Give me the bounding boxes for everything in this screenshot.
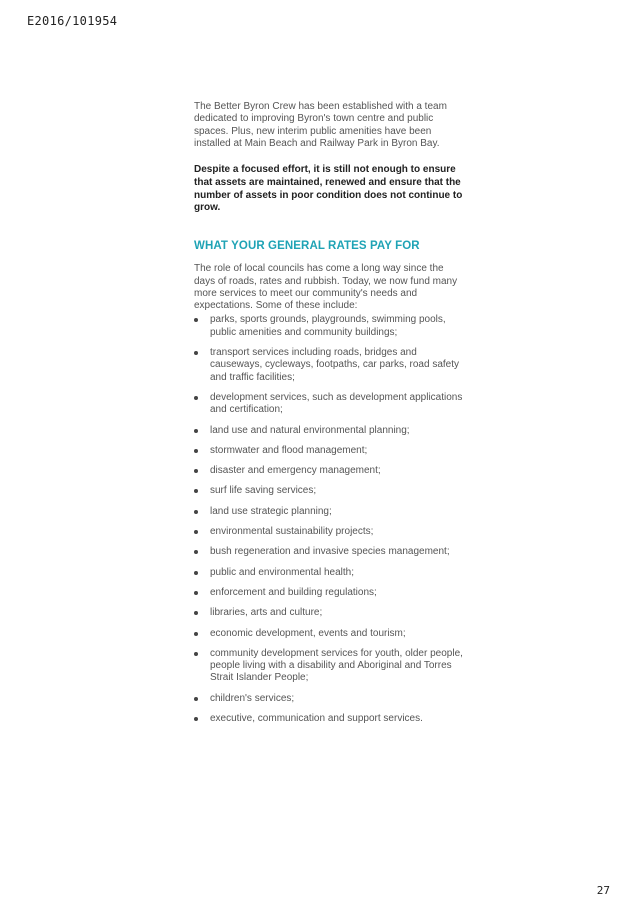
list-item-text: economic development, events and tourism… bbox=[210, 627, 406, 639]
list-item: children's services; bbox=[194, 693, 464, 705]
page-number: 27 bbox=[596, 884, 610, 897]
bullet-icon bbox=[194, 611, 198, 616]
list-item: transport services including roads, brid… bbox=[194, 347, 464, 384]
list-item: land use strategic planning; bbox=[194, 506, 464, 518]
list-item-text: enforcement and building regulations; bbox=[210, 586, 377, 598]
list-item-text: executive, communication and support ser… bbox=[210, 713, 423, 725]
list-item: disaster and emergency management; bbox=[194, 465, 464, 477]
bullet-icon bbox=[194, 351, 198, 356]
page-content: The Better Byron Crew has been establish… bbox=[194, 101, 464, 725]
list-item-text: land use strategic planning; bbox=[210, 505, 332, 517]
list-item: bush regeneration and invasive species m… bbox=[194, 546, 464, 558]
bullet-icon bbox=[194, 428, 198, 433]
list-item-text: children's services; bbox=[210, 692, 295, 704]
bullet-icon bbox=[194, 530, 198, 535]
bullet-icon bbox=[194, 570, 198, 575]
services-list: parks, sports grounds, playgrounds, swim… bbox=[194, 314, 464, 725]
list-item-text: land use and natural environmental plann… bbox=[210, 424, 410, 436]
list-item-text: public and environmental health; bbox=[210, 566, 354, 578]
bullet-icon bbox=[194, 395, 198, 400]
section-heading-general-rates: WHAT YOUR GENERAL RATES PAY FOR bbox=[194, 240, 420, 252]
intro-paragraph-better-byron-crew: The Better Byron Crew has been establish… bbox=[194, 101, 447, 149]
bullet-icon bbox=[194, 696, 198, 701]
list-item: libraries, arts and culture; bbox=[194, 607, 464, 619]
list-item: stormwater and flood management; bbox=[194, 445, 464, 457]
list-item: surf life saving services; bbox=[194, 485, 464, 497]
bullet-icon bbox=[194, 631, 198, 636]
list-item-text: bush regeneration and invasive species m… bbox=[210, 546, 450, 558]
list-item: development services, such as developmen… bbox=[194, 392, 464, 417]
bold-paragraph-assets: Despite a focused effort, it is still no… bbox=[194, 164, 463, 214]
bullet-icon bbox=[194, 469, 198, 474]
list-item-text: disaster and emergency management; bbox=[210, 465, 381, 477]
bullet-icon bbox=[194, 651, 198, 656]
list-item-text: environmental sustainability projects; bbox=[210, 526, 374, 538]
list-item: land use and natural environmental plann… bbox=[194, 425, 464, 437]
bullet-icon bbox=[194, 318, 198, 323]
list-item: enforcement and building regulations; bbox=[194, 587, 464, 599]
list-item: economic development, events and tourism… bbox=[194, 628, 464, 640]
bullet-icon bbox=[194, 509, 198, 514]
bullet-icon bbox=[194, 717, 198, 722]
bullet-icon bbox=[194, 550, 198, 555]
bullet-icon bbox=[194, 590, 198, 595]
bullet-icon bbox=[194, 448, 198, 453]
list-item: public and environmental health; bbox=[194, 567, 464, 579]
list-item-text: transport services including roads, brid… bbox=[210, 347, 459, 383]
list-item-text: libraries, arts and culture; bbox=[210, 607, 323, 619]
list-item-text: community development services for youth… bbox=[210, 647, 463, 684]
list-item: executive, communication and support ser… bbox=[194, 713, 464, 725]
list-item-text: stormwater and flood management; bbox=[210, 444, 368, 456]
document-reference-number: E2016/101954 bbox=[27, 14, 118, 28]
list-item: community development services for youth… bbox=[194, 648, 464, 685]
list-item-text: surf life saving services; bbox=[210, 485, 317, 497]
bullet-icon bbox=[194, 489, 198, 494]
services-intro-paragraph: The role of local councils has come a lo… bbox=[194, 263, 458, 312]
list-item: environmental sustainability projects; bbox=[194, 526, 464, 538]
list-item-text: development services, such as developmen… bbox=[210, 391, 463, 416]
list-item-text: parks, sports grounds, playgrounds, swim… bbox=[210, 314, 446, 338]
list-item: parks, sports grounds, playgrounds, swim… bbox=[194, 314, 464, 339]
